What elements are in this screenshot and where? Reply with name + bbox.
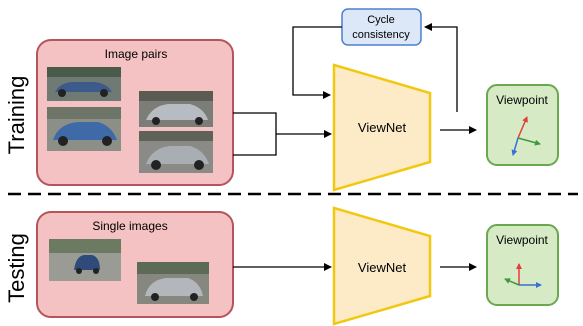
training-viewnet-label: ViewNet xyxy=(358,120,407,135)
training-input-connector xyxy=(233,112,332,156)
training-section-label: Training xyxy=(4,76,29,155)
training-axes-icon xyxy=(511,116,541,156)
cycle-consistency-line1: Cycle xyxy=(367,14,395,26)
testing-section-label: Testing xyxy=(4,233,29,303)
training-image-3 xyxy=(139,91,213,127)
testing-image-1 xyxy=(49,239,121,281)
testing-input-title: Single images xyxy=(92,219,167,233)
training-viewpoint-title: Viewpoint xyxy=(496,93,548,107)
training-input-title: Image pairs xyxy=(105,47,168,61)
feedback-arrow-out xyxy=(292,26,342,99)
training-viewnet-block xyxy=(332,63,432,192)
testing-axes-icon xyxy=(504,263,542,288)
training-image-4 xyxy=(139,131,213,173)
testing-viewnet-label: ViewNet xyxy=(358,260,407,275)
cycle-consistency-line2: consistency xyxy=(352,29,410,41)
testing-viewpoint-title: Viewpoint xyxy=(496,233,548,247)
feedback-arrow-in xyxy=(424,23,458,112)
training-image-1 xyxy=(47,67,121,101)
testing-viewnet-block xyxy=(332,206,432,326)
training-image-2 xyxy=(47,107,121,151)
testing-image-2 xyxy=(137,262,209,304)
